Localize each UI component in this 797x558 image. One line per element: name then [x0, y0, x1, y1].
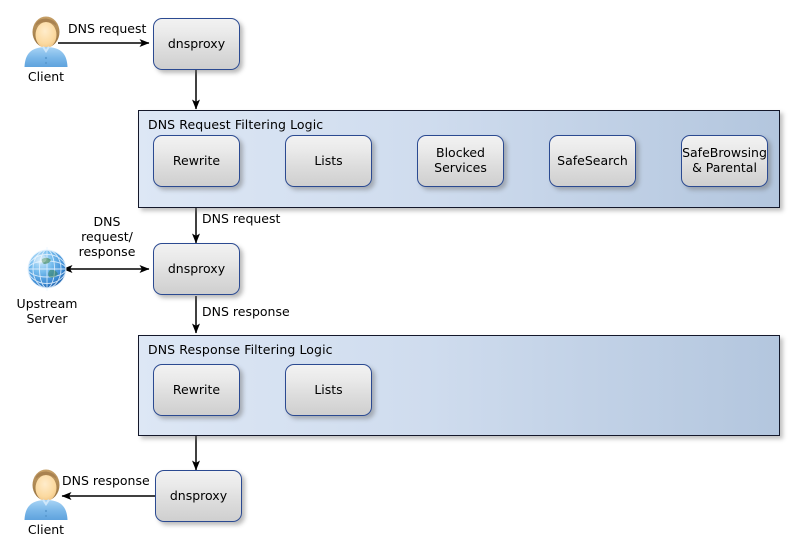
stage-lists-response-label: Lists — [314, 381, 343, 397]
person-icon — [16, 12, 76, 70]
stage-lists-request[interactable]: Lists — [285, 135, 372, 187]
stage-safesearch[interactable]: SafeSearch — [549, 135, 636, 187]
dns-request-filtering-logic-title: DNS Request Filtering Logic — [148, 117, 324, 132]
edge-label-client-to-proxy-request: DNS request — [68, 21, 147, 36]
actor-label-client-bottom: Client — [27, 522, 65, 537]
dnsproxy-middle-node[interactable]: dnsproxy — [153, 243, 240, 295]
edge-label-proxy-to-response-filter: DNS response — [202, 304, 290, 319]
stage-rewrite-response-label: Rewrite — [172, 381, 221, 397]
actor-label-upstream: Upstream Server — [16, 296, 78, 326]
dnsproxy-middle-label: dnsproxy — [167, 260, 226, 276]
dnsproxy-top-label: dnsproxy — [167, 35, 226, 51]
edge-label-proxy-to-client-response: DNS response — [62, 473, 150, 488]
person-icon — [16, 465, 76, 523]
edge-label-upstream-exchange: DNS request/ response — [78, 214, 136, 259]
stage-lists-response[interactable]: Lists — [285, 364, 372, 416]
dns-response-filtering-logic-title: DNS Response Filtering Logic — [148, 342, 333, 357]
stage-safesearch-label: SafeSearch — [557, 152, 628, 168]
stage-safebrowsing-parental-label: SafeBrowsing & Parental — [682, 145, 767, 175]
dnsproxy-top-node[interactable]: dnsproxy — [153, 18, 240, 70]
stage-lists-request-label: Lists — [314, 152, 343, 168]
stage-rewrite-response[interactable]: Rewrite — [153, 364, 240, 416]
dns-response-filtering-logic-region: DNS Response Filtering Logic — [138, 335, 780, 436]
stage-blocked-services[interactable]: Blocked Services — [417, 135, 504, 187]
stage-safebrowsing-parental[interactable]: SafeBrowsing & Parental — [681, 135, 768, 187]
dnsproxy-bottom-label: dnsproxy — [169, 487, 228, 503]
stage-rewrite-request-label: Rewrite — [172, 152, 221, 168]
actor-label-client-top: Client — [27, 69, 65, 84]
globe-icon — [20, 242, 74, 296]
stage-blocked-services-label: Blocked Services — [434, 145, 487, 175]
stage-rewrite-request[interactable]: Rewrite — [153, 135, 240, 187]
edge-label-proxy-to-request-filter: DNS request — [202, 211, 281, 226]
dnsproxy-bottom-node[interactable]: dnsproxy — [155, 470, 242, 522]
